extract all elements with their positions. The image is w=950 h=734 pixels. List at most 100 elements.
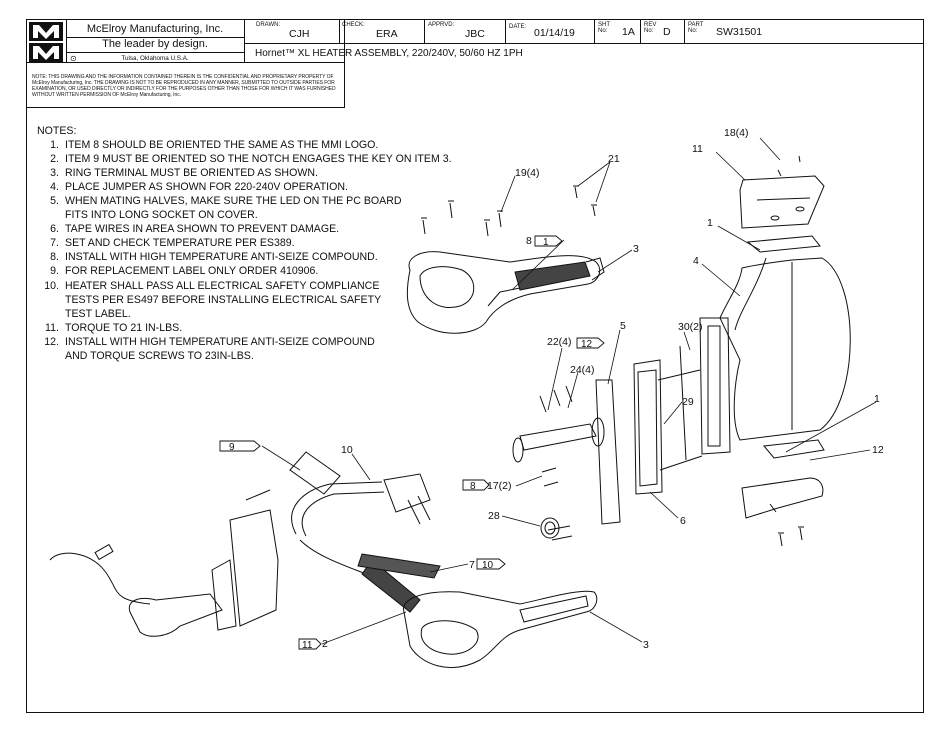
note-text: SET AND CHECK TEMPERATURE PER ES389. <box>65 237 295 250</box>
callout-5: 5 <box>620 320 626 332</box>
title-rule <box>594 19 595 43</box>
callout-19: 19(4) <box>515 167 540 179</box>
note-number: 5. <box>50 195 59 208</box>
note-line: 5. WHEN MATING HALVES, MAKE SURE THE LED … <box>37 194 452 208</box>
note-text: RING TERMINAL MUST BE ORIENTED AS SHOWN. <box>65 167 318 180</box>
callout-21: 21 <box>608 153 620 165</box>
note-line: AND TORQUE SCREWS TO 23IN-LBS. <box>37 349 452 363</box>
note-line: 3. RING TERMINAL MUST BE ORIENTED AS SHOW… <box>37 166 452 180</box>
drawing-title: Hornet™ XL HEATER ASSEMBLY, 220/240V, 50… <box>255 48 523 59</box>
callout-3-top: 3 <box>633 243 639 255</box>
callout-8-item: 8 <box>526 235 532 247</box>
note-flag-1: 1 <box>543 237 549 248</box>
mounting-bracket-top <box>739 155 825 229</box>
leader-lines <box>261 137 877 645</box>
sheet-value: 1A <box>622 26 635 38</box>
title-rule <box>424 19 425 43</box>
screws-top <box>421 185 597 237</box>
housing-half <box>512 379 621 525</box>
callout-6: 6 <box>680 515 686 527</box>
note-line: TEST LABEL. <box>37 307 452 321</box>
callout-2-item: 2 <box>322 638 328 650</box>
heater-assembled-small <box>49 489 279 637</box>
title-rule <box>684 19 685 43</box>
note-text: ITEM 8 SHOULD BE ORIENTED THE SAME AS TH… <box>65 139 379 152</box>
note-text: AND TORQUE SCREWS TO 23IN-LBS. <box>65 349 254 362</box>
note-line: 11.TORQUE TO 21 IN-LBS. <box>37 321 452 335</box>
screws-middle <box>539 385 573 541</box>
check-value: ERA <box>376 28 398 40</box>
notes-list: 1. ITEM 8 SHOULD BE ORIENTED THE SAME AS … <box>37 138 452 363</box>
note-text: TEST LABEL. <box>65 307 131 320</box>
drawn-value: CJH <box>289 28 310 40</box>
callout-24: 24(4) <box>570 364 595 376</box>
company-location: Tulsa, Oklahoma U.S.A. <box>121 54 189 62</box>
note-flags <box>219 235 605 650</box>
note-line: 7. SET AND CHECK TEMPERATURE PER ES389. <box>37 236 452 250</box>
title-rule <box>339 19 340 43</box>
note-line: 4.PLACE JUMPER AS SHOWN FOR 220-240V OPE… <box>37 180 452 194</box>
title-rule <box>244 19 245 62</box>
note-line: TESTS PER ES497 BEFORE INSTALLING ELECTR… <box>37 293 452 307</box>
apprvd-label: APPRVD: <box>428 22 455 28</box>
note-number: 2. <box>50 153 59 166</box>
callout-7-item: 7 <box>469 559 475 571</box>
date-value: 01/14/19 <box>534 27 575 39</box>
note-text: WHEN MATING HALVES, MAKE SURE THE LED ON… <box>65 195 402 208</box>
note-number: 1. <box>50 139 59 152</box>
note-line: 6. TAPE WIRES IN AREA SHOWN TO PREVENT DA… <box>37 222 452 236</box>
note-number: 3. <box>50 167 59 180</box>
notes-heading: NOTES: <box>37 125 77 137</box>
callout-22: 22(4) <box>547 336 572 348</box>
note-number: 6. <box>50 223 59 236</box>
note-text: TAPE WIRES IN AREA SHOWN TO PREVENT DAMA… <box>65 223 340 236</box>
insulator-plate <box>746 235 821 253</box>
note-number: 8. <box>50 251 59 264</box>
notes-block: NOTES: 1. ITEM 8 SHOULD BE ORIENTED THE S… <box>37 124 452 363</box>
heater-plate <box>719 257 851 441</box>
confidential-note: NOTE: THIS DRAWING AND THE INFORMATION C… <box>32 74 336 99</box>
date-label: DATE: <box>509 24 527 30</box>
rev-value: D <box>663 26 671 38</box>
title-rule <box>26 62 344 63</box>
title-rule <box>505 19 506 43</box>
note-text: FOR REPLACEMENT LABEL ONLY ORDER 410906. <box>65 265 319 278</box>
callout-18: 18(4) <box>724 127 749 139</box>
callout-4: 4 <box>693 255 699 267</box>
note-number: 9. <box>50 265 59 278</box>
note-text: INSTALL WITH HIGH TEMPERATURE ANTI-SEIZE… <box>65 335 375 348</box>
note-text: HEATER SHALL PASS ALL ELECTRICAL SAFETY … <box>65 279 380 292</box>
drawing-border <box>26 19 924 713</box>
title-rule <box>66 37 244 38</box>
tape-area-marker <box>289 451 341 495</box>
title-rule <box>640 19 641 43</box>
title-rule <box>66 19 67 62</box>
note-line: 8. INSTALL WITH HIGH TEMPERATURE ANTI-SEI… <box>37 250 452 264</box>
note-number: 12. <box>44 335 59 348</box>
note-text: TORQUE TO 21 IN-LBS. <box>65 321 183 334</box>
note-flag-8: 8 <box>470 481 476 492</box>
title-rule <box>244 43 924 44</box>
mounting-bracket-bottom <box>741 477 824 547</box>
note-flag-11: 11 <box>302 640 313 651</box>
title-rule <box>66 52 244 53</box>
note-text: INSTALL WITH HIGH TEMPERATURE ANTI-SEIZE… <box>65 251 378 264</box>
note-line: 12. INSTALL WITH HIGH TEMPERATURE ANTI-SE… <box>37 335 452 349</box>
note-flag-10: 10 <box>482 560 494 571</box>
note-text: PLACE JUMPER AS SHOWN FOR 220-240V OPERA… <box>65 181 348 194</box>
callout-17: 17(2) <box>487 480 512 492</box>
registered-mark-icon: ⊙ <box>70 54 77 63</box>
cover-plate <box>699 317 731 455</box>
note-line: FITS INTO LONG SOCKET ON COVER. <box>37 208 452 222</box>
note-line: 2.ITEM 9 MUST BE ORIENTED SO THE NOTCH E… <box>37 152 451 166</box>
company-slogan: The leader by design. <box>102 38 208 50</box>
note-line: 9. FOR REPLACEMENT LABEL ONLY ORDER 41090… <box>37 264 452 278</box>
callout-10: 10 <box>341 444 353 456</box>
callout-1-bottom: 1 <box>874 393 880 405</box>
callout-1-top: 1 <box>707 217 713 229</box>
note-number: 7. <box>50 237 59 250</box>
part-label: PART No: <box>688 22 704 34</box>
note-line: 1. ITEM 8 SHOULD BE ORIENTED THE SAME AS … <box>37 138 452 152</box>
